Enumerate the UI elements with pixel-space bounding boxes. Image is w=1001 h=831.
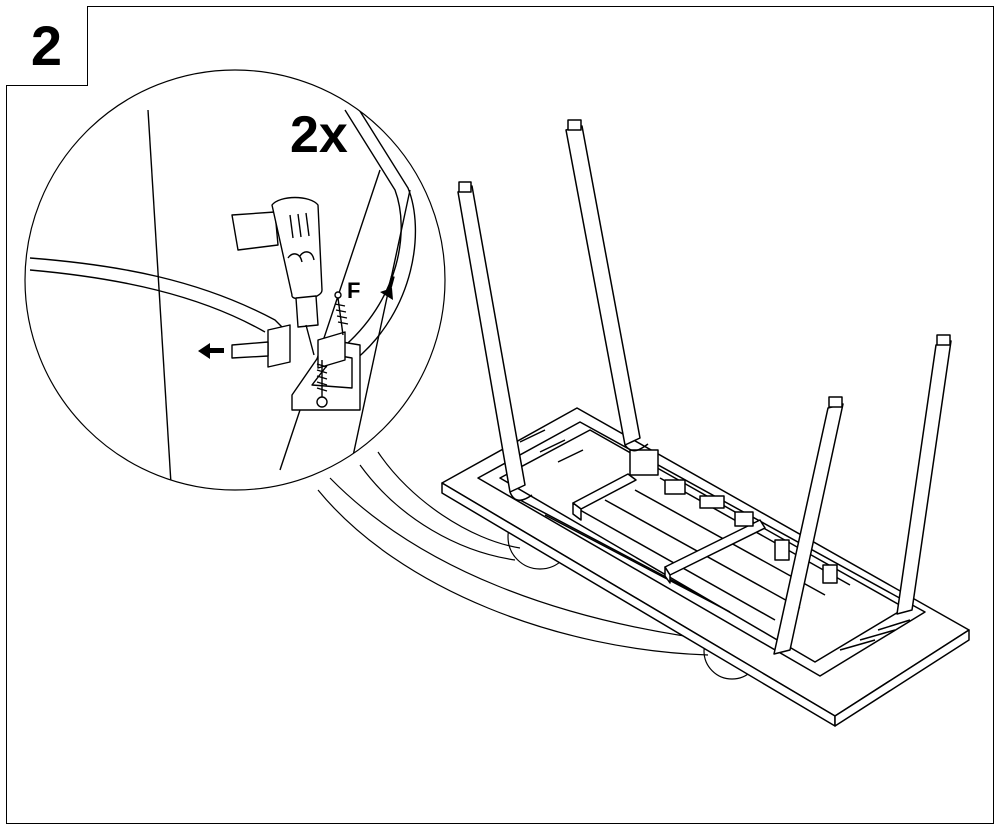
screw-icon-2 [334,291,349,336]
screw-icon [316,360,328,408]
table-legs [457,119,952,655]
step-number-box: 2 [6,6,88,86]
leg-back-middle [565,125,641,446]
detail-zoom-circle [24,69,446,491]
detail-content [29,107,417,490]
clip-tab [231,341,269,359]
table-upside-down [441,407,970,727]
part-label: F [347,278,360,303]
screwdriver-icon [231,196,323,356]
leg-back-left [457,185,526,493]
step-number: 2 [30,13,63,77]
callout-connector-lines [317,451,713,656]
leg-front-right [896,340,952,615]
arrow-left-icon [198,343,224,359]
quantity-label: 2x [290,106,348,164]
arrow-down-icon [380,275,395,300]
bracket-block [317,331,346,369]
corner-bracket [629,449,659,476]
diagram-frame [6,6,994,824]
